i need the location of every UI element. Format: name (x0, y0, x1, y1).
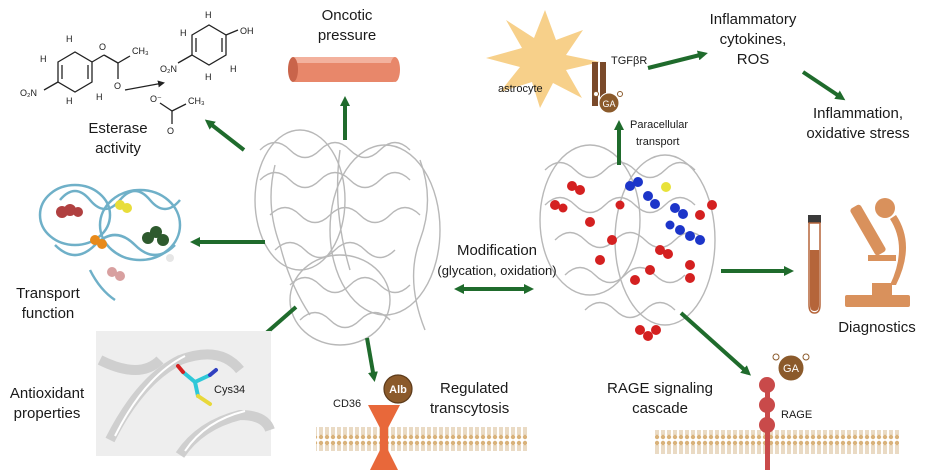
chem-h-4: H (96, 92, 103, 102)
rage-cascade-label-line2: cascade (632, 400, 688, 417)
cys34-label: Cys34 (214, 384, 245, 396)
esterase-label-line2: activity (95, 140, 141, 157)
paracellular-label-line2: transport (636, 136, 679, 148)
oncotic-label-line1: Oncotic (322, 7, 373, 24)
chem-o-ester: O (99, 42, 106, 52)
alb-label: Alb (389, 384, 407, 396)
esterase-label-line1: Esterase (88, 120, 147, 137)
paracellular-label-line1: Paracellular (630, 119, 688, 131)
microscope-icon (845, 198, 910, 307)
chem-o-acetate: O (167, 126, 174, 136)
arrow-to-rage (679, 311, 751, 376)
chem-ch3-left: CH₃ (132, 46, 149, 56)
membrane-right (655, 430, 899, 454)
modification-label-line2: (glycation, oxidation) (437, 263, 556, 278)
arrow-tgfbr-to-cytokines (647, 50, 708, 70)
esterase-reaction-scheme (43, 24, 239, 124)
chem-o2n-left: O₂N (20, 88, 37, 98)
antioxidant-label-line2: properties (14, 405, 81, 422)
chem-h-3: H (66, 96, 73, 106)
vessel-icon (288, 57, 400, 82)
inflammatory-label-line2: cytokines, (720, 31, 787, 48)
arrow-to-esterase (204, 119, 246, 152)
esterase-chem-labels: O₂N O CH₃ O H H H H H OH O₂N H H H O⁻ CH… (20, 10, 254, 136)
arrows-modified (614, 50, 846, 376)
chem-h-6: H (180, 28, 187, 38)
transport-label-line1: Transport (16, 285, 80, 302)
tgfbr-receptor-icon (592, 62, 606, 106)
chem-h-5: H (205, 10, 212, 20)
albumin-structure-modified (539, 144, 717, 341)
albumin-structure-central (254, 129, 441, 346)
ga-label-top: GA (602, 99, 615, 109)
chem-o-carbonyl: O (114, 81, 121, 91)
ga-ligand-top (593, 91, 623, 114)
alb-ligand (383, 374, 413, 404)
chem-h-8: H (205, 72, 212, 82)
ga-ligand-rage (772, 353, 810, 382)
inflammatory-label-line3: ROS (737, 51, 770, 68)
antioxidant-label-line1: Antioxidant (10, 385, 85, 402)
rage-receptor (759, 377, 775, 470)
chem-o-minus: O⁻ (150, 94, 162, 104)
arrow-cytokines-to-inflammation (801, 70, 846, 101)
cd36-label: CD36 (333, 398, 361, 410)
transport-label-line2: function (22, 305, 75, 322)
ga-label-rage: GA (783, 363, 800, 375)
tgfbr-label: TGFβR (611, 55, 647, 67)
rage-label: RAGE (781, 409, 812, 421)
inflammatory-label-line1: Inflammatory (710, 11, 797, 28)
chem-h-7: H (230, 64, 237, 74)
chem-ch3-right: CH₃ (188, 96, 205, 106)
test-tube-icon (808, 215, 821, 314)
chem-oh: OH (240, 26, 254, 36)
astrocyte-icon (486, 10, 600, 108)
astrocyte-label: astrocyte (498, 83, 543, 95)
transcytosis-label-line2: transcytosis (430, 400, 509, 417)
oncotic-label-line2: pressure (318, 27, 376, 44)
chem-o2n-right: O₂N (160, 64, 177, 74)
transport-protein-image (38, 183, 182, 302)
chem-h-2: H (40, 54, 47, 64)
inflammation-label-line1: Inflammation, (813, 105, 903, 122)
cd36-receptor (368, 405, 400, 470)
chem-h-1: H (66, 34, 73, 44)
cys34-structure-panel (96, 331, 275, 458)
inflammation-label-line2: oxidative stress (806, 125, 909, 142)
diagnostics-label: Diagnostics (838, 319, 916, 336)
rage-cascade-label-line1: RAGE signaling (607, 380, 713, 397)
membrane-left (316, 427, 527, 451)
modification-label-line1: Modification (457, 242, 537, 259)
arrow-to-transcytosis (365, 337, 378, 382)
transcytosis-label-line1: Regulated (440, 380, 508, 397)
